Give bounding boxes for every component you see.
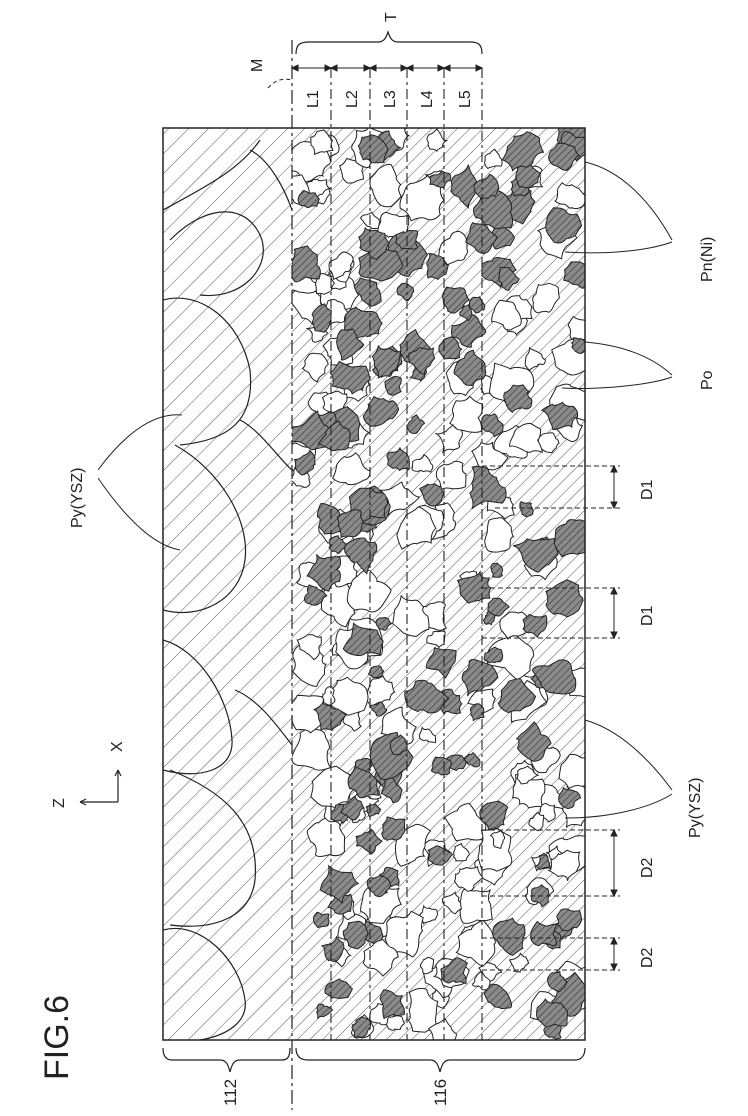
sublayer-label-l2: L2 [344, 90, 361, 108]
thickness-brace [296, 32, 482, 54]
dimension-label-d2-a: D2 [639, 857, 656, 878]
dimension-label-d1-b: D1 [639, 605, 656, 626]
axis-label-z: Z [51, 798, 68, 808]
lower-region [282, 117, 601, 1047]
nickel-particle [520, 502, 533, 517]
region-brace-upper [163, 1048, 290, 1072]
region-label-lower: 116 [431, 1079, 450, 1106]
region-brace-lower [296, 1048, 585, 1072]
nickel-particle [554, 520, 598, 557]
boundary-leader [268, 79, 292, 88]
figure-title: FIG.6 [38, 995, 76, 1080]
dimension-label-d2-b: D2 [639, 947, 656, 968]
nickel-particle [337, 510, 363, 538]
nickel-particle [531, 922, 557, 946]
region-label-upper: 112 [221, 1079, 240, 1106]
axis-indicator [80, 770, 121, 805]
zirconia-right-label: Py(YSZ) [687, 778, 704, 838]
nickel-label: Pn(Ni) [699, 237, 716, 282]
nickel-particle [431, 757, 451, 775]
zirconia-left-label: Py(YSZ) [69, 468, 86, 528]
sublayer-label-l5: L5 [457, 90, 474, 108]
pore-particle [459, 889, 492, 923]
pore-label: Po [699, 370, 716, 390]
sublayer-label-l4: L4 [419, 90, 436, 108]
boundary-label: M [249, 59, 266, 72]
dimension-label-d1-a: D1 [639, 479, 656, 500]
upper-region [163, 128, 292, 1040]
sublayer-label-l3: L3 [382, 90, 399, 108]
thickness-label: T [383, 12, 400, 22]
sublayer-label-l1: L1 [305, 90, 322, 108]
pore-particle [568, 317, 595, 342]
nickel-particle [313, 912, 329, 927]
axis-label-x: X [109, 741, 126, 752]
sublayer-dimension-row [292, 65, 482, 71]
